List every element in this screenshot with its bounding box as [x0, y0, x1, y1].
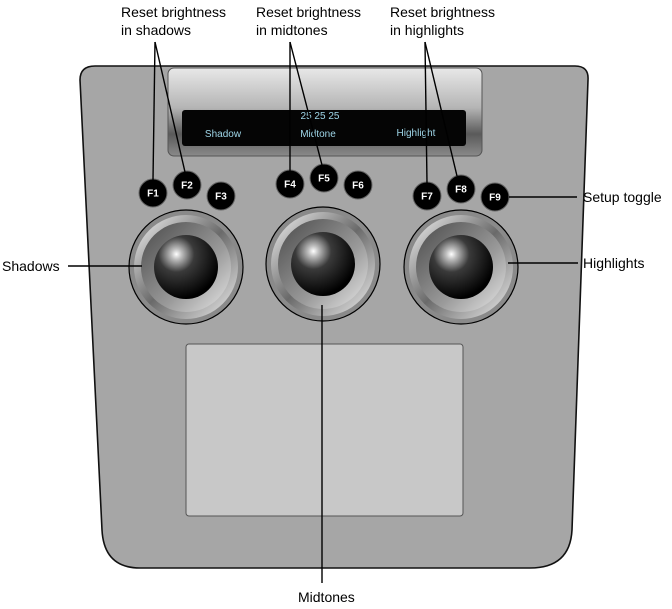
svg-text:F9: F9 [489, 193, 501, 204]
highlights-ball[interactable] [429, 235, 493, 299]
function-key-f2[interactable]: F2 [172, 170, 202, 200]
function-key-f4[interactable]: F4 [275, 169, 305, 199]
leader-reset-midtones-f5 [289, 41, 323, 166]
svg-text:F1: F1 [147, 189, 159, 200]
leader-reset-shadows-f1 [152, 41, 156, 181]
svg-text:F5: F5 [318, 174, 330, 185]
midtones-ball[interactable] [291, 232, 355, 296]
display-label-shadow: Shadow [205, 129, 242, 140]
callout-reset-midtones-line1: Reset brightness [256, 4, 362, 20]
callout-reset-midtones-line2: in midtones [256, 22, 328, 38]
leader-lines [68, 41, 578, 583]
callout-reset-shadows: Reset brightness in shadows [121, 3, 226, 39]
function-key-f1[interactable]: F1 [138, 178, 168, 208]
touchpad[interactable] [185, 343, 464, 517]
leader-reset-highlights-f8 [424, 41, 458, 177]
callout-reset-midtones: Reset brightness in midtones [256, 3, 361, 39]
function-key-f6[interactable]: F6 [343, 170, 373, 200]
function-key-f8[interactable]: F8 [446, 174, 476, 204]
leader-reset-shadows-f2 [154, 41, 186, 173]
svg-text:F2: F2 [181, 181, 193, 192]
function-key-f7[interactable]: F7 [412, 181, 442, 211]
svg-text:F6: F6 [352, 181, 364, 192]
trackball-shadows[interactable] [128, 209, 244, 325]
callout-highlights: Highlights [583, 255, 645, 271]
svg-text:F7: F7 [421, 192, 433, 203]
display-values: 25 25 25 [301, 111, 340, 122]
function-key-f3[interactable]: F3 [206, 181, 236, 211]
display-label-midtone: Midtone [300, 129, 336, 140]
trackball-midtones[interactable] [265, 206, 381, 322]
function-key-f9[interactable]: F9 [480, 182, 510, 212]
function-key-f5[interactable]: F5 [309, 163, 339, 193]
callout-reset-highlights-line1: Reset brightness [390, 4, 496, 20]
callout-reset-highlights-line2: in highlights [390, 22, 464, 38]
callout-reset-shadows-line2: in shadows [121, 22, 192, 38]
callout-reset-highlights: Reset brightness in highlights [390, 3, 495, 39]
shadows-ball[interactable] [154, 235, 218, 299]
svg-text:F3: F3 [215, 192, 227, 203]
leader-reset-highlights-f7 [424, 41, 428, 184]
svg-text:F8: F8 [455, 185, 467, 196]
display-screen [182, 110, 466, 146]
callout-shadows: Shadows [2, 258, 60, 274]
display-label-highlight: Highlight [397, 128, 436, 139]
trackball-highlights[interactable] [403, 209, 519, 325]
callout-setup-toggle: Setup toggle [583, 189, 662, 205]
callout-midtones: Midtones [298, 589, 355, 605]
callout-reset-shadows-line1: Reset brightness [121, 4, 227, 20]
svg-text:F4: F4 [284, 180, 296, 191]
